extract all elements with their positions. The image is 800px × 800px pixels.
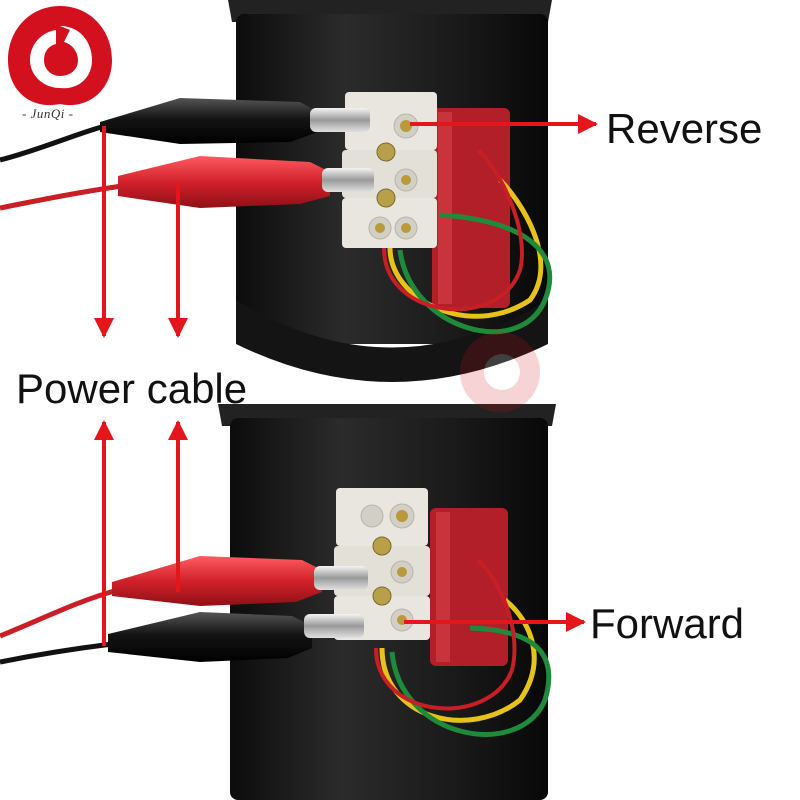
top-black-clip (0, 98, 370, 163)
bottom-red-clip (0, 556, 368, 639)
junqi-logo-mark (8, 6, 112, 106)
brand-logo-text: - JunQi - (22, 106, 74, 121)
reverse-label: Reverse (606, 105, 763, 152)
top-yellow-wire (387, 178, 544, 319)
top-red-wire (382, 148, 524, 312)
power-cable-label: Power cable (16, 365, 248, 412)
bottom-black-clip (0, 612, 364, 665)
watermark-logo (460, 332, 540, 412)
bottom-red-wire (374, 558, 517, 711)
callout-arrows (94, 114, 598, 646)
forward-label: Forward (590, 600, 745, 647)
bottom-green-wire (389, 625, 552, 737)
top-motor (228, 0, 553, 382)
top-red-clip (0, 156, 374, 211)
bottom-motor (218, 404, 556, 800)
